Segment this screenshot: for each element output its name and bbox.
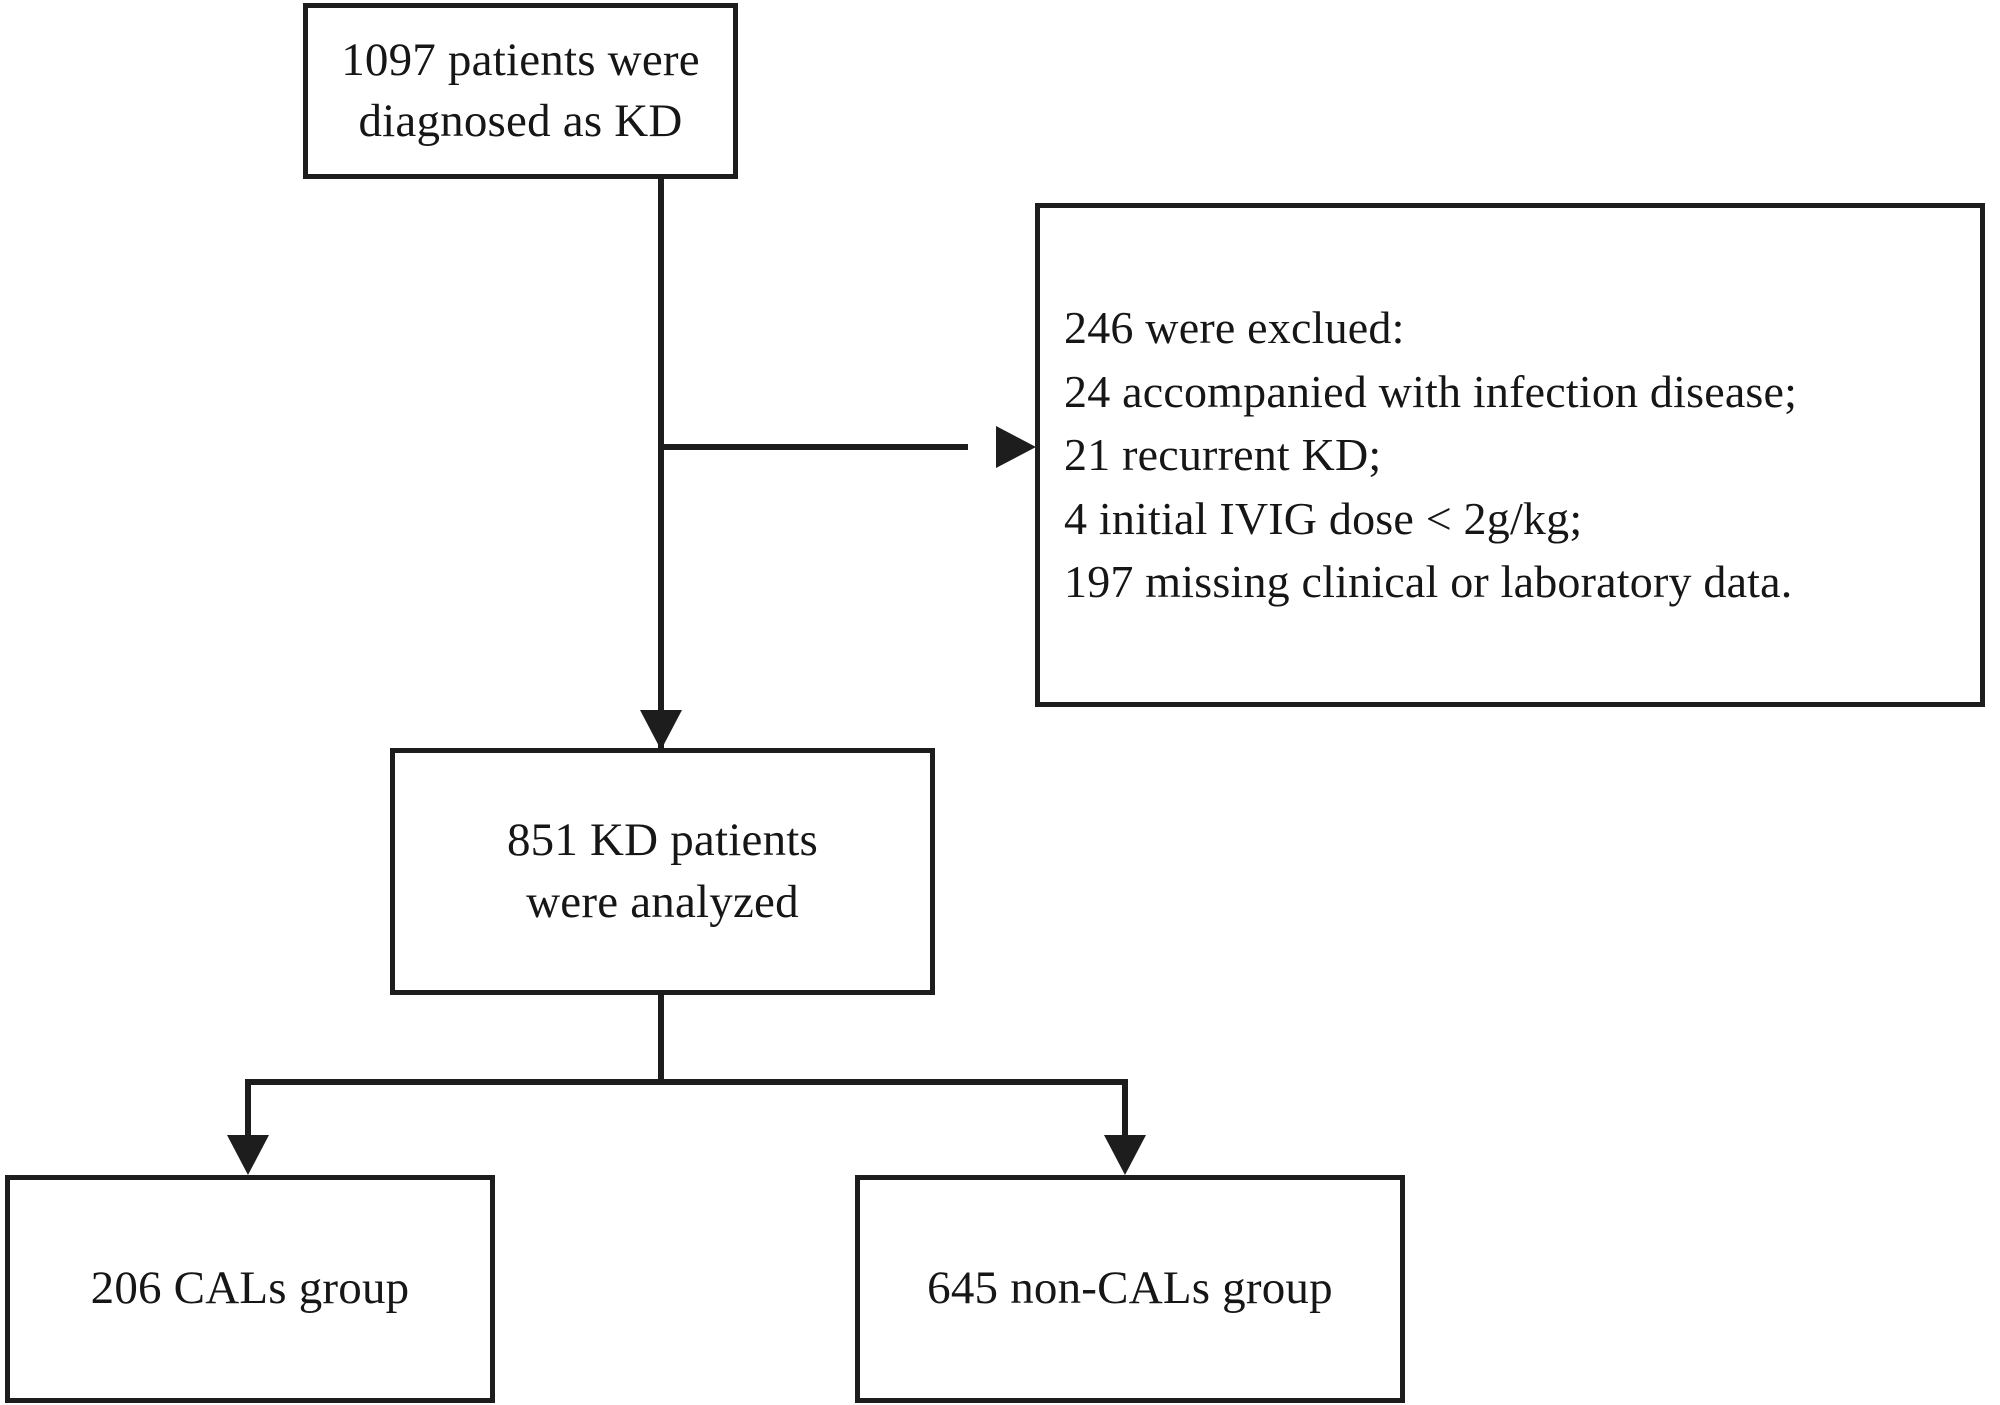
node-analyzed-patients-label: 851 KD patients were analyzed — [506, 814, 819, 928]
node-cals-group: 206 CALs group — [5, 1175, 495, 1403]
node-screened-patients-label: 1097 patients were diagnosed as KD — [341, 33, 700, 147]
node-excluded-patients: 246 were exclued: 24 accompanied with in… — [1035, 203, 1985, 707]
node-noncals-group: 645 non-CALs group — [855, 1175, 1405, 1403]
node-cals-group-label: 206 CALs group — [90, 1262, 410, 1315]
arrow-down-to-analyzed-icon — [640, 710, 682, 750]
arrow-right-to-excluded-icon — [996, 426, 1036, 468]
connector-drop-to-noncals — [1122, 1079, 1128, 1139]
connector-analyzed-stem — [658, 995, 664, 1085]
connector-to-excluded-line — [658, 444, 968, 450]
node-excluded-patients-label: 246 were exclued: 24 accompanied with in… — [1064, 302, 1798, 608]
connector-split-bar — [245, 1079, 1128, 1085]
node-screened-patients: 1097 patients were diagnosed as KD — [303, 3, 738, 179]
connector-drop-to-cals — [245, 1079, 251, 1139]
arrow-down-to-noncals-icon — [1104, 1135, 1146, 1175]
node-noncals-group-label: 645 non-CALs group — [927, 1262, 1333, 1315]
connector-screened-stem — [658, 178, 664, 750]
node-analyzed-patients: 851 KD patients were analyzed — [390, 748, 935, 995]
arrow-down-to-cals-icon — [227, 1135, 269, 1175]
